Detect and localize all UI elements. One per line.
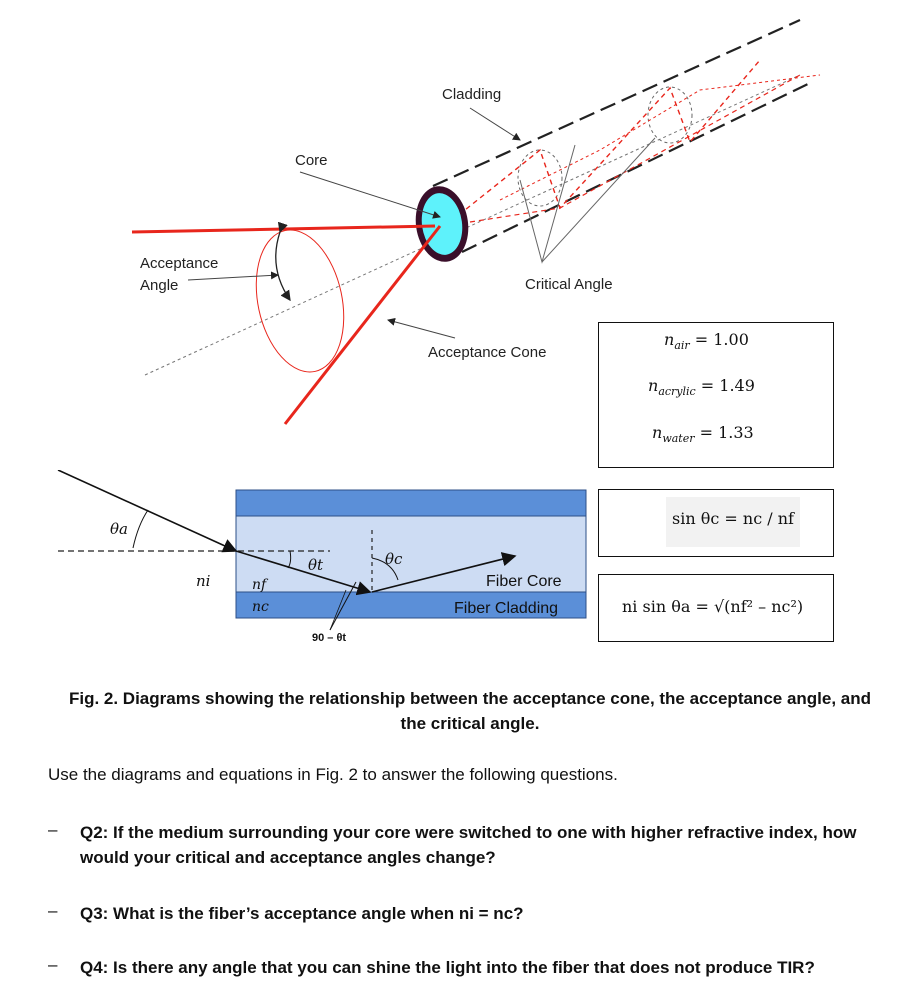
figure-caption: Fig. 2. Diagrams showing the relationshi… [68, 689, 872, 733]
acceptance-angle-label-1: Acceptance [140, 255, 219, 272]
internal-ray [444, 59, 761, 227]
ninety-minus-theta-label: 90 – θt [312, 632, 347, 644]
acceptance-angle-arc [275, 221, 291, 302]
acceptance-cone-label: Acceptance Cone [428, 344, 547, 361]
theta-t-arc [287, 550, 292, 569]
fiber-core-label: Fiber Core [486, 573, 562, 590]
n-i-label: ni [196, 572, 211, 590]
cladding-leader [469, 107, 521, 141]
fiber-bottom-edge [461, 81, 813, 253]
fiber-top-edge [432, 18, 801, 188]
incident-ray-lower [283, 225, 442, 425]
acceptance-angle-equation: ni sin θa = √(nf² – nc²) [622, 597, 804, 616]
incident-ray [57, 470, 238, 553]
fiber-cone-diagram [131, 18, 821, 425]
theta-a-arc [132, 509, 149, 549]
critical-angle-leaders [519, 144, 576, 264]
refracted-ray [235, 550, 372, 596]
top-cladding-band [235, 489, 587, 517]
theta-c-label: θc [385, 550, 403, 568]
question-q2: Q2: If the medium surrounding your core … [80, 823, 857, 867]
critical-angle-equation: sin θc = nc / nf [666, 497, 800, 547]
question-q4: Q4: Is there any angle that you can shin… [80, 958, 815, 977]
n-water: nwater = 1.33 [652, 423, 754, 446]
refractive-index-box [598, 322, 834, 468]
angle-helper-line-2 [329, 589, 347, 631]
q2-bullet: – [48, 820, 58, 839]
angle-helper-line [329, 581, 357, 631]
core-leader [299, 171, 441, 219]
n-c-label: nc [252, 599, 269, 615]
critical-angle-label: Critical Angle [525, 276, 613, 293]
n-acrylic: nacrylic = 1.49 [648, 376, 755, 399]
acceptance-angle-equation-box [598, 574, 834, 642]
theta-a-label: θa [110, 520, 128, 538]
intro-text: Use the diagrams and equations in Fig. 2… [48, 765, 618, 784]
question-q3: Q3: What is the fiber’s acceptance angle… [80, 904, 524, 923]
fiber-cladding-label: Fiber Cladding [454, 600, 559, 617]
critical-angle-equation-text: sin θc = nc / nf [672, 509, 794, 528]
core-label: Core [295, 152, 328, 169]
reflected-ray [371, 552, 517, 593]
q3-bullet: – [48, 901, 58, 920]
acceptance-angle-label-2: Angle [140, 277, 179, 294]
internal-ray-3 [499, 74, 821, 201]
q4-bullet: – [48, 955, 58, 974]
acceptance-cone-leader [387, 317, 456, 339]
bottom-cladding-band [235, 591, 587, 619]
optical-axis [144, 74, 801, 376]
core-section-circle [647, 86, 693, 144]
n-air: nair = 1.00 [664, 330, 749, 353]
theta-c-arc [371, 557, 399, 581]
core-face [421, 193, 463, 255]
core-band [235, 515, 587, 593]
core-section-circle [517, 149, 563, 207]
cladding-label: Cladding [442, 86, 502, 103]
acceptance-angle-leader [187, 271, 279, 281]
critical-angle-leader-2 [541, 137, 656, 263]
internal-ray-2 [469, 74, 801, 223]
theta-t-label: θt [308, 556, 324, 574]
ray-path-diagram [57, 470, 587, 631]
n-f-label: nf [252, 577, 267, 593]
